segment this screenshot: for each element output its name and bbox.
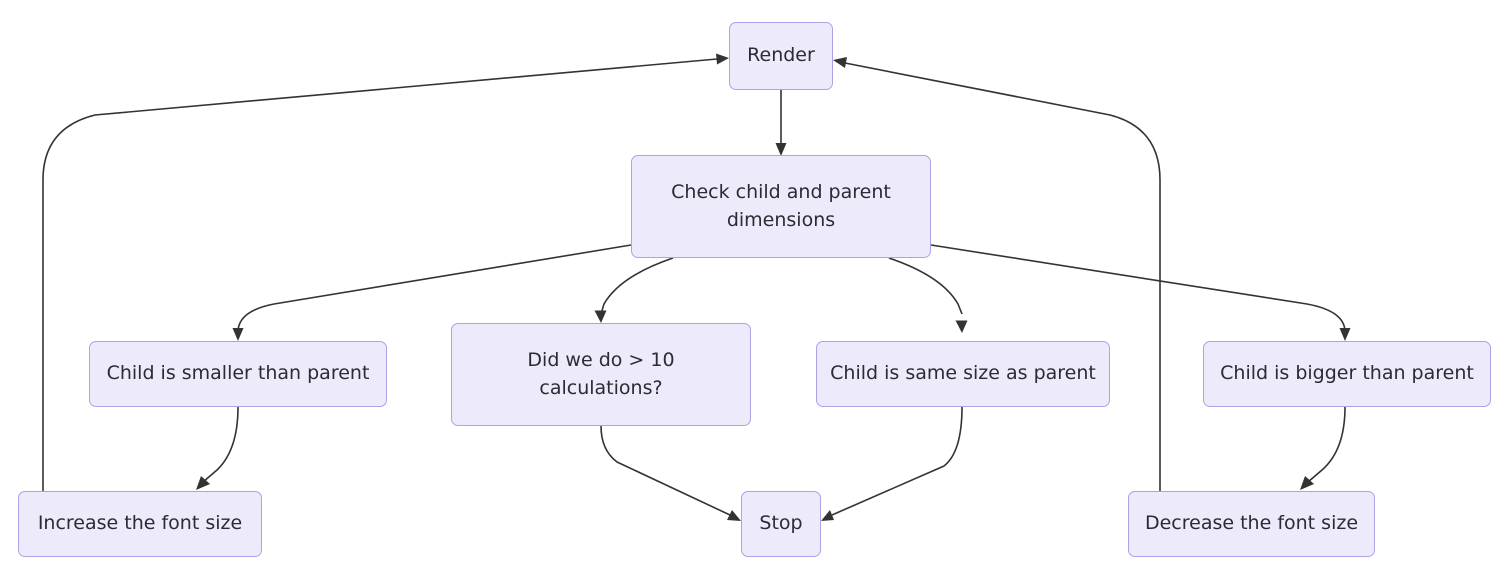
node-check-dimensions[interactable]: Check child and parent dimensions [631, 155, 931, 258]
edge-check-to-bigger [930, 244, 1351, 341]
node-check-dimensions-label: Check child and parent dimensions [671, 180, 891, 231]
edge-decrease-to-render [833, 57, 1161, 491]
node-render[interactable]: Render [729, 22, 833, 90]
node-did-we-do-more-than-10-calculations-label: Did we do > 10 calculations? [527, 348, 675, 399]
node-did-we-do-more-than-10-calculations[interactable]: Did we do > 10 calculations? [451, 323, 751, 426]
edge-check-to-calculations [594, 257, 674, 323]
edge-smaller-to-increase [196, 406, 239, 490]
node-stop[interactable]: Stop [741, 491, 821, 557]
node-child-smaller-than-parent[interactable]: Child is smaller than parent [89, 341, 387, 407]
edge-render-to-check [775, 90, 787, 156]
node-child-same-size-as-parent-label: Child is same size as parent [830, 362, 1096, 385]
node-decrease-the-font-size[interactable]: Decrease the font size [1128, 491, 1375, 557]
edge-bigger-to-decrease [1300, 406, 1346, 490]
node-child-bigger-than-parent[interactable]: Child is bigger than parent [1203, 341, 1491, 407]
node-child-bigger-than-parent-label: Child is bigger than parent [1220, 362, 1474, 385]
edge-calculations-to-stop [600, 425, 741, 521]
node-increase-the-font-size-label: Increase the font size [37, 512, 243, 535]
node-increase-the-font-size[interactable]: Increase the font size [18, 491, 262, 557]
node-child-smaller-than-parent-label: Child is smaller than parent [106, 362, 370, 385]
edge-same-to-stop [821, 406, 963, 521]
edge-check-to-same [888, 257, 968, 333]
node-render-label: Render [747, 44, 815, 67]
node-child-same-size-as-parent[interactable]: Child is same size as parent [816, 341, 1110, 407]
node-stop-label: Stop [759, 512, 803, 535]
node-decrease-the-font-size-label: Decrease the font size [1144, 512, 1359, 535]
